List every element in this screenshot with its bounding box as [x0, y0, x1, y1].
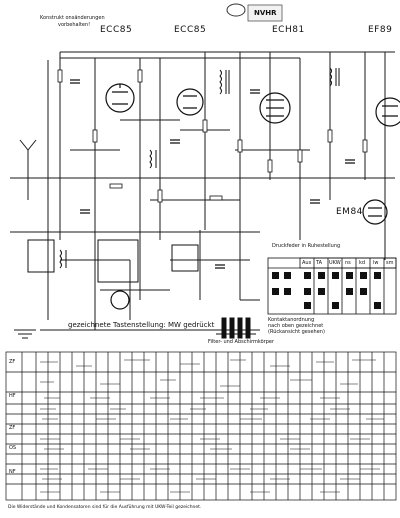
switch-position-caption: gezeichnete Tastenstellung: MW gedrückt	[68, 321, 215, 329]
if-transformer-2	[329, 67, 340, 87]
collector-stamp: NVHR	[222, 2, 284, 24]
tube-ecc85-2	[176, 88, 204, 116]
tube-label-ech81: ECH81	[272, 25, 305, 35]
tube-ef89	[375, 97, 400, 127]
pb-header-ns: ns	[345, 260, 351, 266]
tube-ecc85-1	[105, 83, 135, 113]
tube-label-em84: EM84	[336, 207, 363, 217]
tube-small-1	[110, 290, 130, 310]
ground-symbol	[14, 329, 36, 339]
header-note-line2: vorbehalten!	[58, 22, 91, 28]
table-group-nf: NF	[9, 469, 16, 475]
pb-header-ta: TA	[316, 260, 323, 266]
table-group-os: OS	[9, 445, 17, 451]
footer-note: Die Widerstände und Kondensatoren sind f…	[8, 505, 202, 510]
table-group-hf: HF	[9, 393, 16, 399]
pb-header-kd: kd	[359, 260, 366, 266]
header-note-line1: Konstrukt onsänderungen	[40, 15, 105, 21]
pushbutton-title: Druckfeder in Ruhestellung	[272, 243, 341, 249]
pb-legend-3: (Rückansicht gesehen)	[268, 329, 325, 335]
antenna-symbol	[19, 139, 37, 200]
table-group-zf: ZF	[9, 359, 16, 365]
tube-em84	[362, 199, 388, 225]
stamp-text: NVHR	[254, 9, 277, 17]
pb-legend-1: Kontaktanordnung	[268, 317, 315, 323]
component-table	[5, 351, 397, 501]
tube-label-ef89: EF89	[368, 25, 393, 35]
pb-header-lw: lw	[373, 260, 379, 266]
table-group-zf-2: ZF	[9, 425, 16, 431]
pb-legend-2: nach oben gezeichnet	[268, 323, 324, 329]
pb-header-aus: Aus	[302, 260, 312, 266]
tube-label-ecc85-1: ECC85	[100, 25, 133, 35]
if-transformer-1	[219, 69, 230, 95]
switch-block-2	[97, 239, 139, 283]
switch-block-1	[27, 239, 55, 273]
pb-header-sm: sm	[386, 260, 394, 266]
tube-ech81	[259, 92, 291, 124]
filter-caption: Filter- und Abschirmkörper	[208, 339, 275, 345]
pb-header-ukw: UKW	[329, 260, 341, 266]
tube-label-ecc85-2: ECC85	[174, 25, 207, 35]
